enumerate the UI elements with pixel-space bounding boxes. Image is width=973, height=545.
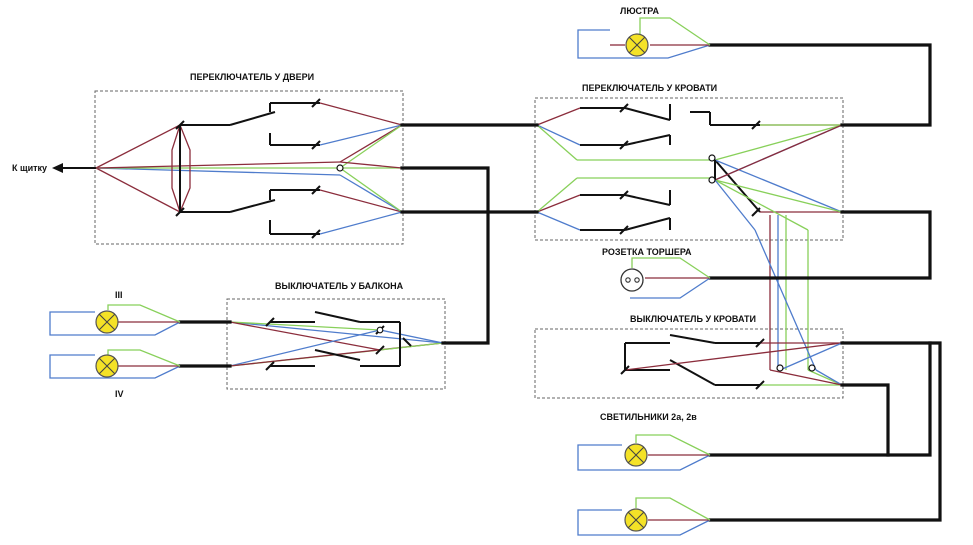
bed-changeover-box	[534, 97, 844, 241]
fixtures-label: СВЕТИЛЬНИКИ 2а, 2в	[600, 412, 697, 422]
floor-lamp-socket	[620, 257, 711, 299]
cables	[178, 43, 932, 457]
bed-switch-box	[534, 328, 844, 399]
door-switch-internals	[95, 98, 403, 239]
lamp-iii	[49, 304, 181, 336]
door-switch-label: ПЕРЕКЛЮЧАТЕЛЬ У ДВЕРИ	[190, 72, 315, 82]
bed-changeover-label: ПЕРЕКЛЮЧАТЕЛЬ У КРОВАТИ	[582, 83, 718, 93]
to-panel-arrow	[52, 163, 96, 173]
balcony-switch-label: ВЫКЛЮЧАТЕЛЬ У БАЛКОНА	[275, 281, 404, 291]
balcony-switch-box	[226, 298, 446, 390]
fixture-2v	[577, 497, 711, 536]
lamp-iv	[49, 349, 181, 379]
bed-riser-wires	[754, 215, 817, 371]
to-panel-label: К щитку	[12, 163, 48, 173]
balcony-switch-internals	[229, 311, 444, 371]
lamp-iv-label: IV	[115, 389, 124, 399]
chandelier-label: ЛЮСТРА	[620, 6, 659, 16]
fixture-2a	[577, 434, 711, 471]
chandelier-lamp	[577, 17, 711, 59]
lamp-iii-label: III	[115, 290, 123, 300]
bed-switch-label: ВЫКЛЮЧАТЕЛЬ У КРОВАТИ	[630, 314, 756, 324]
bed-changeover-internals	[536, 103, 843, 235]
fixtures-cables	[708, 341, 942, 522]
bed-switch-internals	[620, 334, 843, 390]
floor-lamp-socket-label: РОЗЕТКА ТОРШЕРА	[602, 247, 692, 257]
